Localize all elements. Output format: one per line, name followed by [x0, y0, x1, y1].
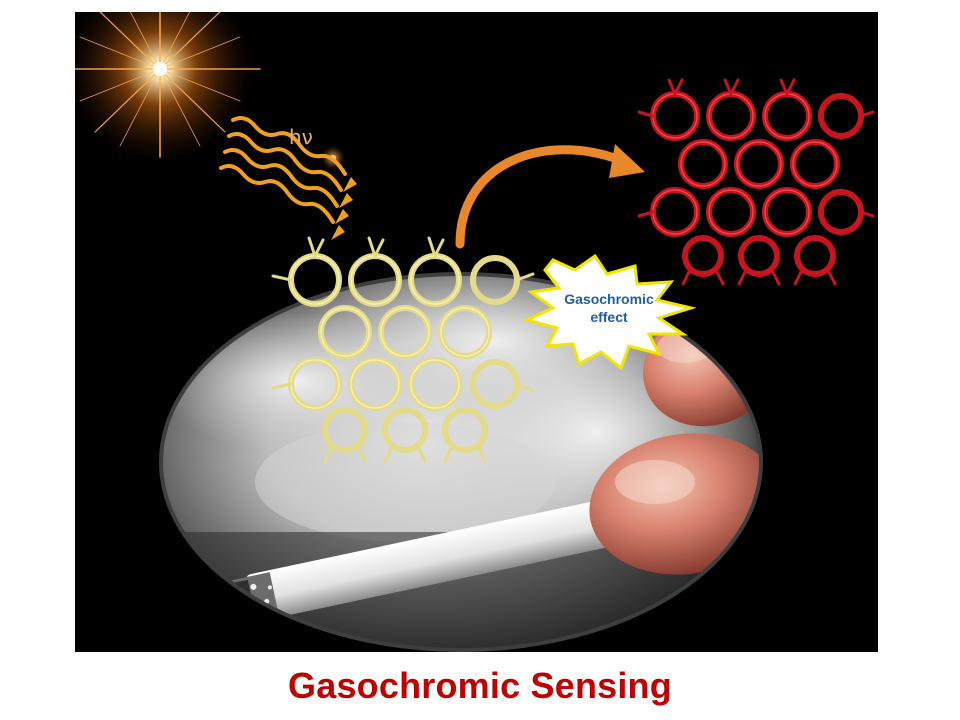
effect-label-line1: Gasochromic — [564, 291, 654, 307]
gasochromic-figure: hν — [75, 12, 878, 652]
starburst-icon — [522, 253, 697, 371]
curved-arrow-icon — [455, 144, 645, 249]
framework-after — [637, 78, 875, 286]
effect-label-line2: effect — [590, 309, 628, 325]
framework-before — [271, 236, 535, 464]
light-label: hν — [289, 125, 313, 149]
wavy-light-rays-icon — [219, 116, 357, 240]
figure-caption: Gasochromic Sensing — [288, 665, 672, 706]
